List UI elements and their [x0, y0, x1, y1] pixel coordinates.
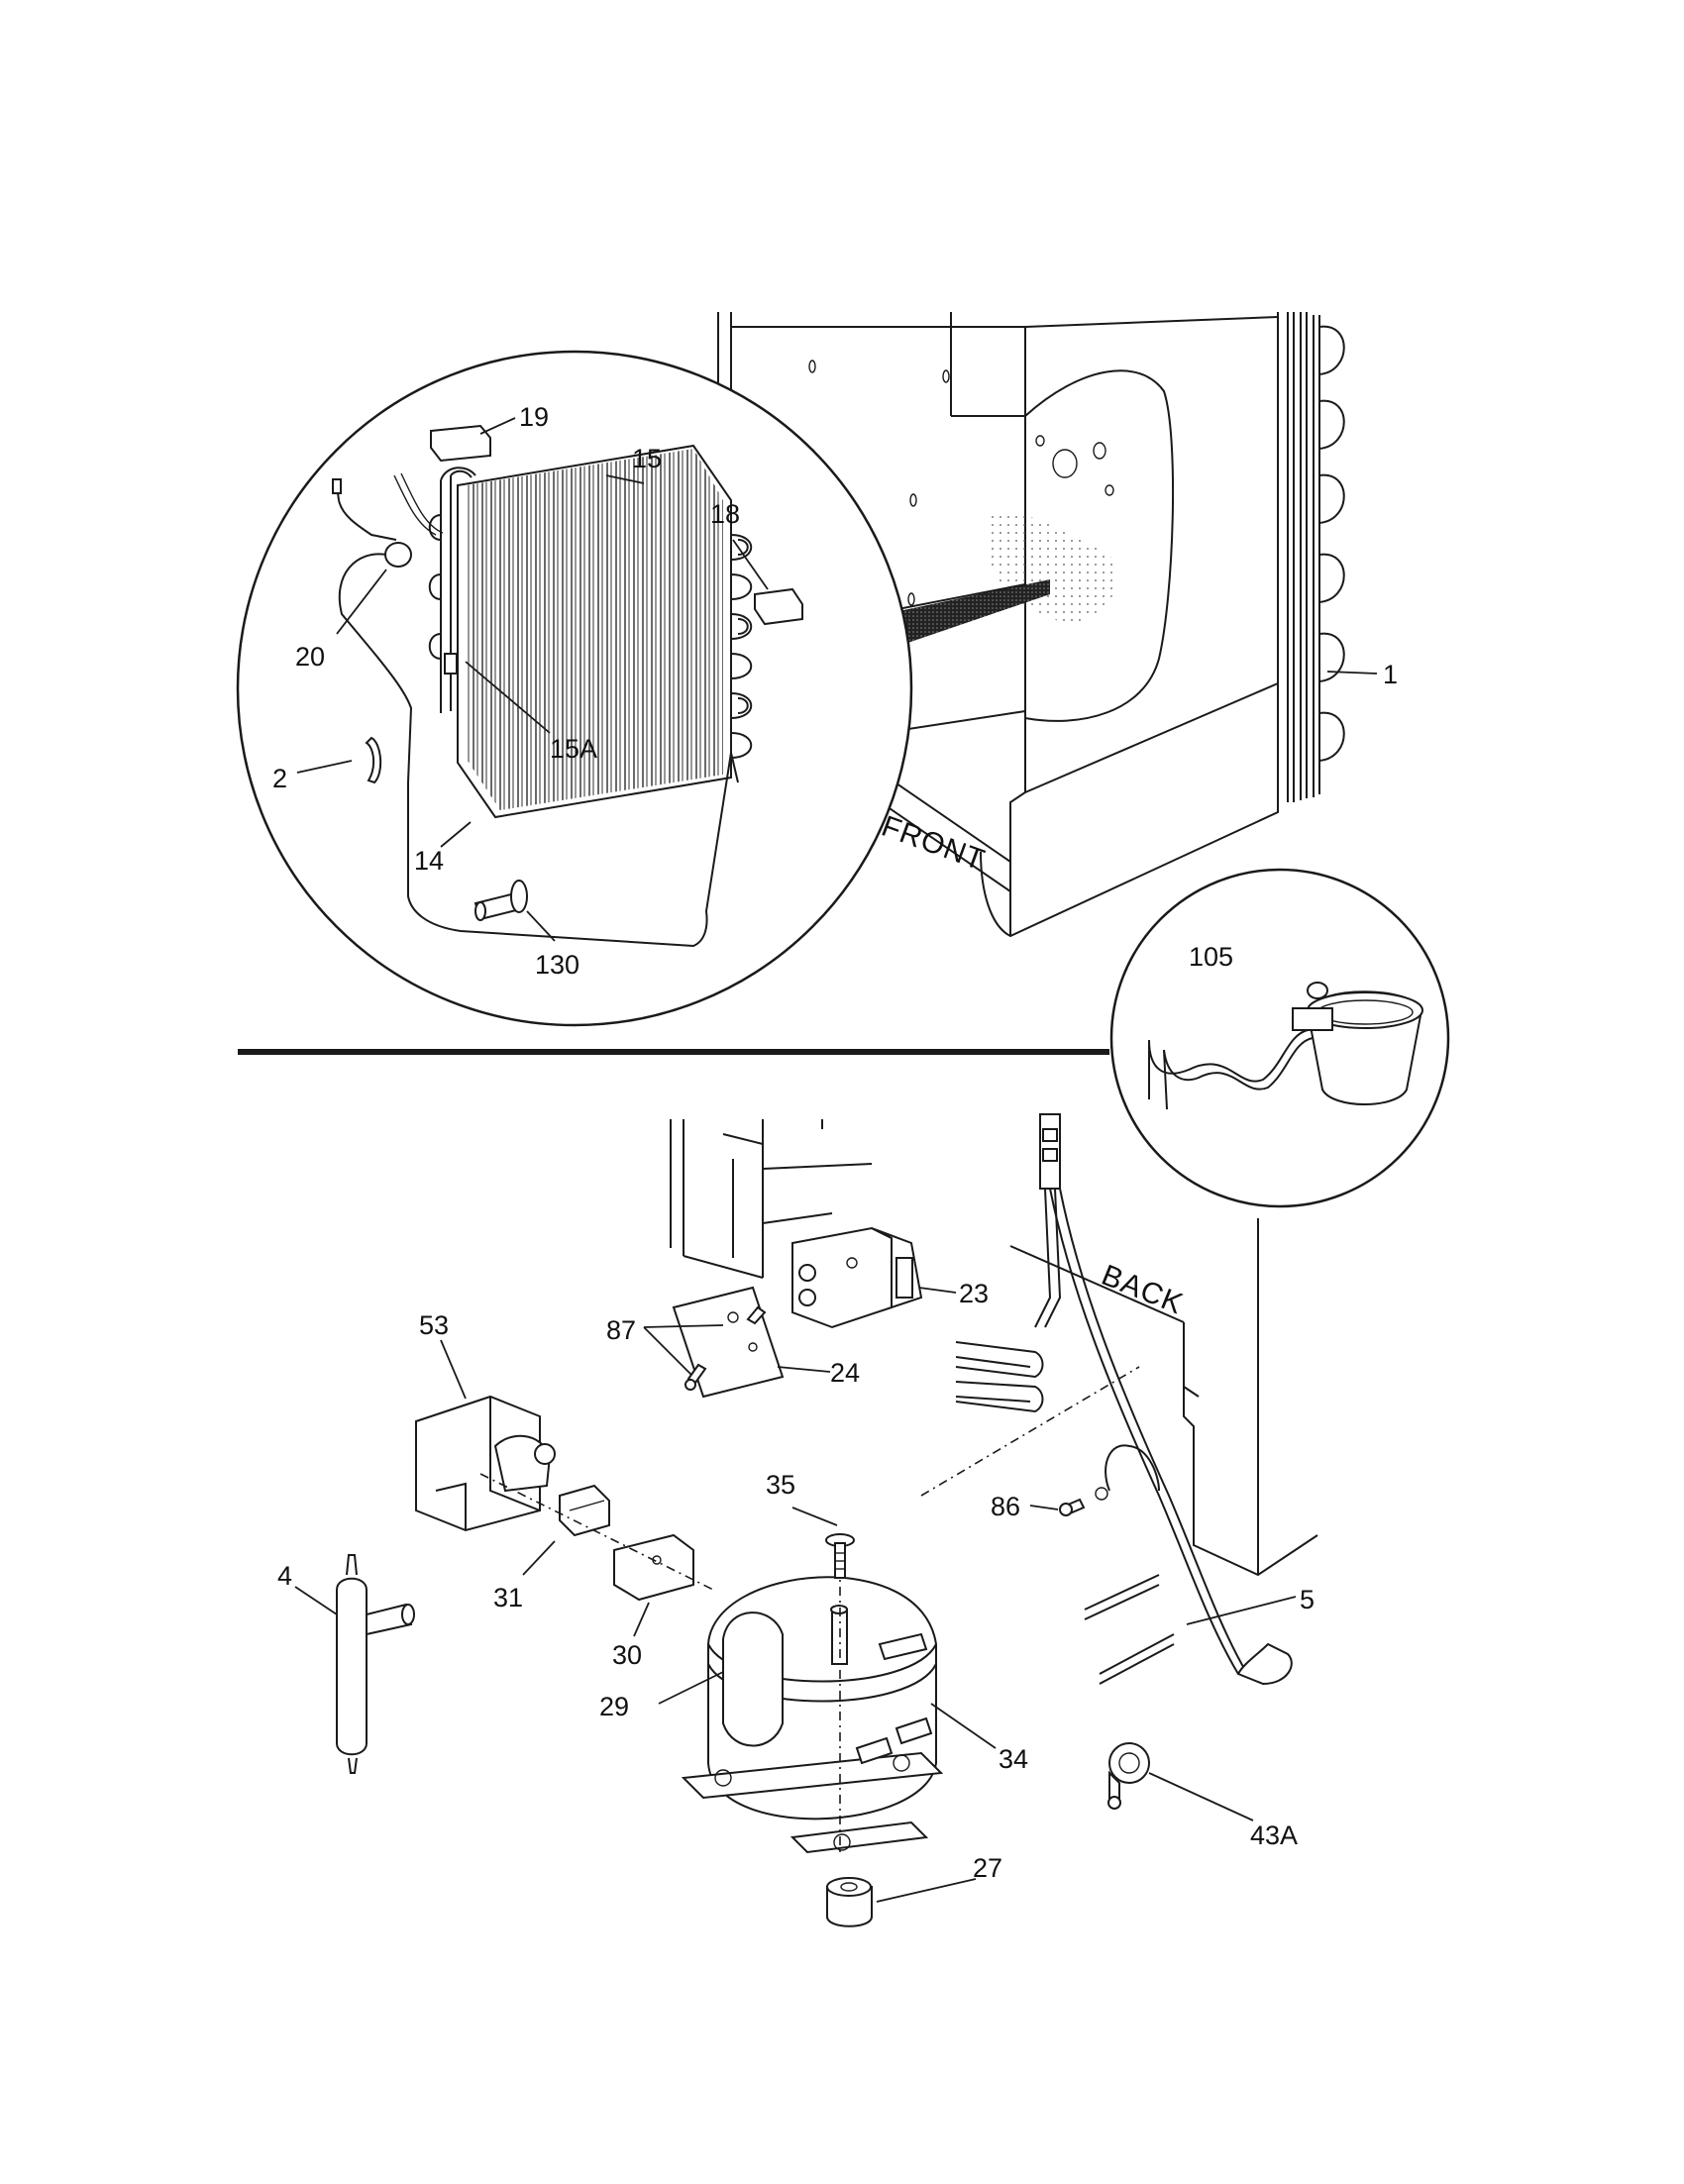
wire-clip-2: [365, 736, 382, 784]
evaporator-detail-circle: 19 18 15 15A 20: [236, 350, 913, 1027]
callout-14: 14: [414, 846, 444, 876]
timer-wires: [955, 1341, 1044, 1413]
callout-23: 23: [959, 1279, 989, 1308]
callout-30: 30: [612, 1640, 642, 1670]
mounting-bolt-35: [825, 1533, 855, 1579]
callout-20: 20: [295, 642, 325, 672]
start-relay-30: [613, 1533, 694, 1602]
callout-1: 1: [1383, 660, 1398, 689]
callout-4: 4: [277, 1561, 292, 1591]
callout-24: 24: [830, 1358, 860, 1388]
relay-cover-53: [415, 1395, 556, 1532]
ground-wire-86: [1059, 1444, 1160, 1516]
callout-34: 34: [999, 1744, 1028, 1774]
callout-2: 2: [272, 764, 287, 793]
compressor-grommet-27: [826, 1877, 873, 1927]
callout-18: 18: [710, 499, 740, 529]
compressor-29: [681, 1576, 944, 1854]
callout-27: 27: [973, 1853, 1002, 1883]
callout-15: 15: [632, 444, 662, 473]
callout-87: 87: [606, 1315, 636, 1345]
condenser-fan-shroud-detail-circle: 105: [1109, 868, 1450, 1208]
callout-130: 130: [535, 950, 579, 980]
front-stamp: FRONT: [878, 810, 990, 878]
power-cord-5: [1034, 1113, 1293, 1686]
drain-pan-105: [1148, 982, 1423, 1110]
defrost-thermostat-20: [332, 472, 739, 948]
condenser-coil: [1287, 312, 1345, 802]
callout-29: 29: [599, 1692, 629, 1721]
defrost-heater-15a: [444, 525, 458, 698]
cord-clamp-43a: [1107, 1742, 1150, 1810]
defrost-timer-23: [791, 1226, 923, 1329]
back-stamp: BACK: [1097, 1259, 1188, 1321]
drain-grommet-130: [474, 880, 528, 921]
callout-43a: 43A: [1250, 1820, 1298, 1850]
filter-drier-4: [336, 1554, 415, 1774]
callout-19: 19: [519, 402, 549, 432]
callout-35: 35: [766, 1470, 795, 1500]
screws-87: [684, 1305, 767, 1391]
callout-86: 86: [991, 1492, 1020, 1521]
callout-105: 105: [1189, 942, 1233, 972]
insulation-block-18: [754, 587, 803, 626]
evaporator-item-15: [428, 444, 752, 819]
callout-5: 5: [1300, 1585, 1315, 1614]
callout-31: 31: [493, 1583, 523, 1612]
insulation-block-19: [430, 424, 491, 463]
overload-31: [559, 1484, 610, 1537]
callout-15a: 15A: [550, 734, 597, 764]
callout-53: 53: [419, 1310, 449, 1340]
